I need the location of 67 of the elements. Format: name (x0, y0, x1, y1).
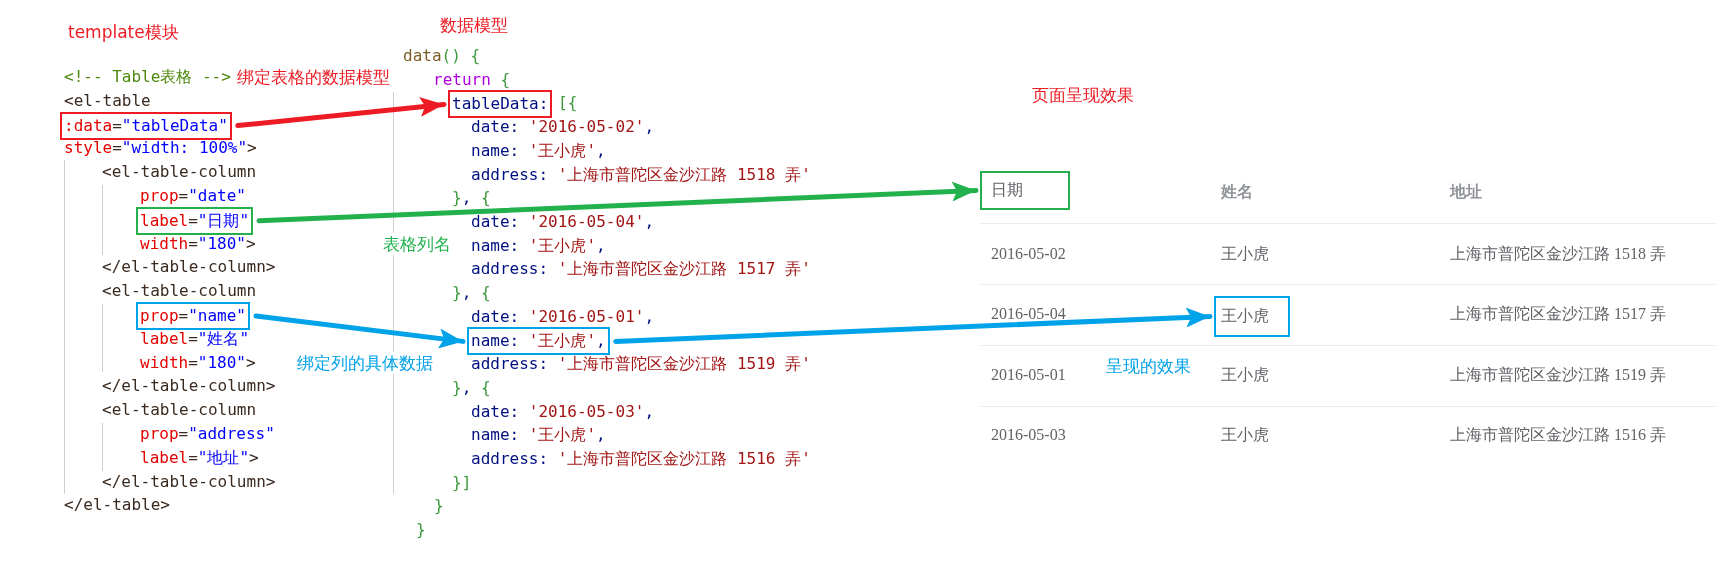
code-line: style="width: 100%"> (64, 137, 257, 160)
edge-label: 表格列名 (383, 233, 451, 255)
code-line: date: '2016-05-03', (471, 400, 655, 423)
code-line: }, { (452, 187, 491, 210)
code-line: } (416, 519, 426, 541)
arrow (235, 96, 447, 129)
table-cell-text: 2016-05-02 (991, 244, 1066, 264)
code-line: }, { (452, 376, 491, 399)
highlighted-code: prop="name" (136, 302, 250, 330)
code-line: [{ (558, 92, 578, 115)
code-line: <el-table-column (102, 280, 257, 303)
code-line: name: '王小虎', (471, 424, 606, 447)
arrow (613, 307, 1213, 344)
code-line: width="180"> (140, 351, 256, 374)
highlighted-code: :data="tableData" (60, 111, 232, 140)
table-cell-text: 上海市普陀区金沙江路 1516 弄 (1450, 425, 1666, 445)
table-cell-text: 2016-05-01 (991, 365, 1066, 385)
edge-label: 绑定表格的数据模型 (237, 66, 390, 88)
code-line: name: '王小虎', (471, 139, 606, 162)
column-header: 姓名 (1221, 182, 1253, 202)
edge-label: 呈现的效果 (1106, 355, 1191, 377)
table-cell-text: 上海市普陀区金沙江路 1517 弄 (1450, 304, 1666, 324)
heading: template模块 (68, 21, 179, 44)
arrow (256, 181, 979, 224)
highlighted-column-header: 日期 (980, 171, 1070, 210)
code-line: </el-table-column> (102, 470, 276, 493)
code-line: <el-table-column (102, 399, 257, 422)
table-cell-text: 2016-05-03 (991, 425, 1066, 445)
highlighted-code: label="日期" (136, 206, 254, 235)
code-comment: <!-- Table表格 --> (64, 66, 231, 88)
highlighted-code: name: '王小虎', (467, 327, 610, 356)
code-line: </el-table-column> (102, 256, 276, 279)
code-line: data() { (403, 45, 481, 67)
code-line: date: '2016-05-04', (471, 210, 655, 233)
code-line: width="180"> (140, 232, 256, 255)
code-line: label="姓名" (140, 327, 250, 350)
table-cell-text: 王小虎 (1221, 244, 1269, 264)
code-line: </el-table> (64, 494, 170, 517)
table-cell-text: 王小虎 (1221, 425, 1269, 445)
code-line: <el-table-column (102, 161, 257, 184)
table-cell-text: 上海市普陀区金沙江路 1518 弄 (1450, 244, 1666, 264)
table-cell-text: 上海市普陀区金沙江路 1519 弄 (1450, 365, 1666, 385)
code-line: }, { (452, 282, 491, 304)
arrow (253, 313, 466, 349)
heading: 数据模型 (440, 14, 508, 37)
code-line: address: '上海市普陀区金沙江路 1518 弄' (471, 163, 811, 186)
table-cell-text: 2016-05-04 (991, 304, 1066, 324)
edge-label: 绑定列的具体数据 (297, 352, 433, 374)
table-cell-text: 王小虎 (1221, 365, 1269, 385)
code-line: </el-table-column> (102, 375, 276, 398)
code-line: address: '上海市普陀区金沙江路 1516 弄' (471, 447, 811, 470)
code-line: return { (433, 68, 511, 91)
code-line: <el-table (64, 89, 151, 112)
code-line: date: '2016-05-02', (471, 116, 655, 139)
code-line: label="地址"> (140, 446, 259, 469)
code-line: address: '上海市普陀区金沙江路 1519 弄' (471, 353, 811, 376)
heading: 页面呈现效果 (1032, 84, 1134, 107)
code-line: } (434, 495, 444, 518)
code-line: address: '上海市普陀区金沙江路 1517 弄' (471, 258, 811, 281)
code-line: }] (452, 471, 472, 494)
highlighted-code: tableData: (448, 90, 553, 119)
code-line: date: '2016-05-01', (471, 305, 655, 328)
highlighted-cell: 王小虎 (1214, 296, 1290, 337)
code-line: prop="date" (140, 185, 246, 207)
code-line: name: '王小虎', (471, 234, 606, 257)
code-line: prop="address" (140, 423, 275, 445)
column-header: 地址 (1450, 182, 1482, 202)
